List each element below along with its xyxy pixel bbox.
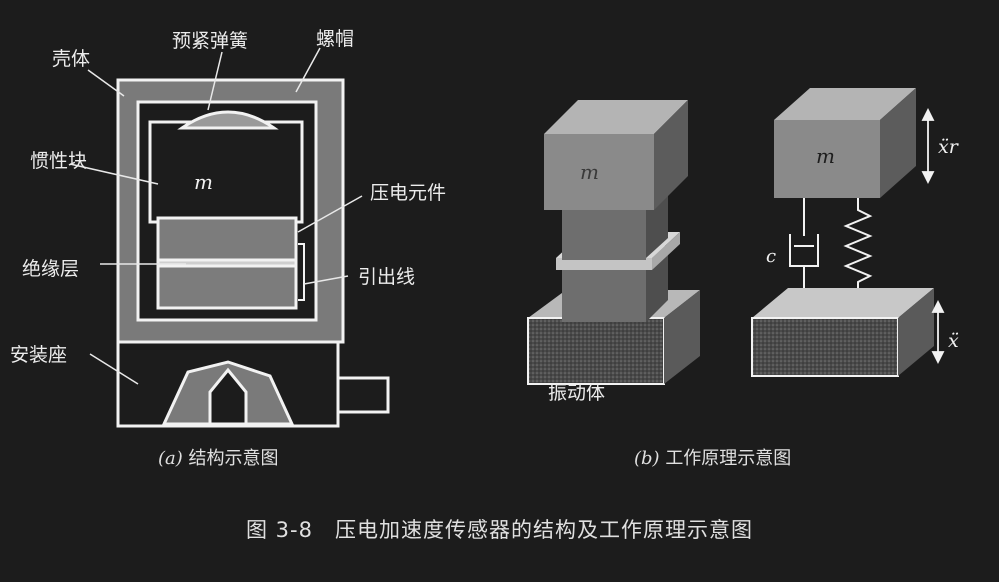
- mount-triangle: [208, 367, 248, 426]
- label-shell: 壳体: [52, 48, 91, 70]
- mass-symbol-b-right: m: [816, 144, 835, 168]
- accel-arrows: [921, 107, 945, 365]
- leader-lines: [69, 47, 363, 385]
- damper-symbol: c: [766, 246, 777, 267]
- base-accel-symbol: ẍ: [948, 330, 959, 352]
- base-block: [156, 264, 298, 310]
- caption-b-text: 工作原理示意图: [665, 448, 792, 469]
- caption-a: (a) 结构示意图: [158, 444, 279, 470]
- spring: [843, 198, 873, 288]
- mass-block-right: [774, 120, 880, 198]
- mass-symbol-b-left: m: [580, 160, 599, 184]
- label-mounting-base: 安装座: [10, 344, 68, 366]
- caption-a-letter: (a): [158, 448, 183, 469]
- label-insulation-layer: 绝缘层: [22, 258, 80, 280]
- figure-caption: 图 3-8 压电加速度传感器的结构及工作原理示意图: [246, 518, 753, 542]
- damper: [789, 198, 819, 288]
- sensor-structure: [116, 78, 390, 428]
- label-preload-spring: 预紧弹簧: [172, 30, 249, 52]
- relative-accel-symbol: ẍr: [938, 136, 958, 158]
- vibrating-body: [527, 317, 665, 385]
- preload-spring: [177, 110, 279, 130]
- label-lead-wire: 引出线: [358, 266, 416, 288]
- lead-wire: [298, 243, 305, 301]
- caption-b: (b) 工作原理示意图: [634, 444, 791, 470]
- principle-model-right: [751, 88, 945, 377]
- label-inertial-mass: 惯性块: [30, 150, 88, 172]
- label-nut: 螺帽: [316, 28, 355, 50]
- label-piezo-element: 压电元件: [370, 182, 447, 204]
- connector: [336, 376, 390, 414]
- mass-symbol-a: m: [194, 170, 213, 194]
- caption-a-text: 结构示意图: [188, 448, 279, 469]
- inertial-mass: [148, 120, 304, 224]
- label-vibrating-body: 振动体: [548, 382, 606, 404]
- caption-b-letter: (b): [634, 448, 660, 469]
- principle-stack-left: [527, 100, 700, 385]
- piezo-element: [156, 216, 298, 264]
- mass-block-left: [544, 134, 654, 210]
- base-right: [751, 317, 899, 377]
